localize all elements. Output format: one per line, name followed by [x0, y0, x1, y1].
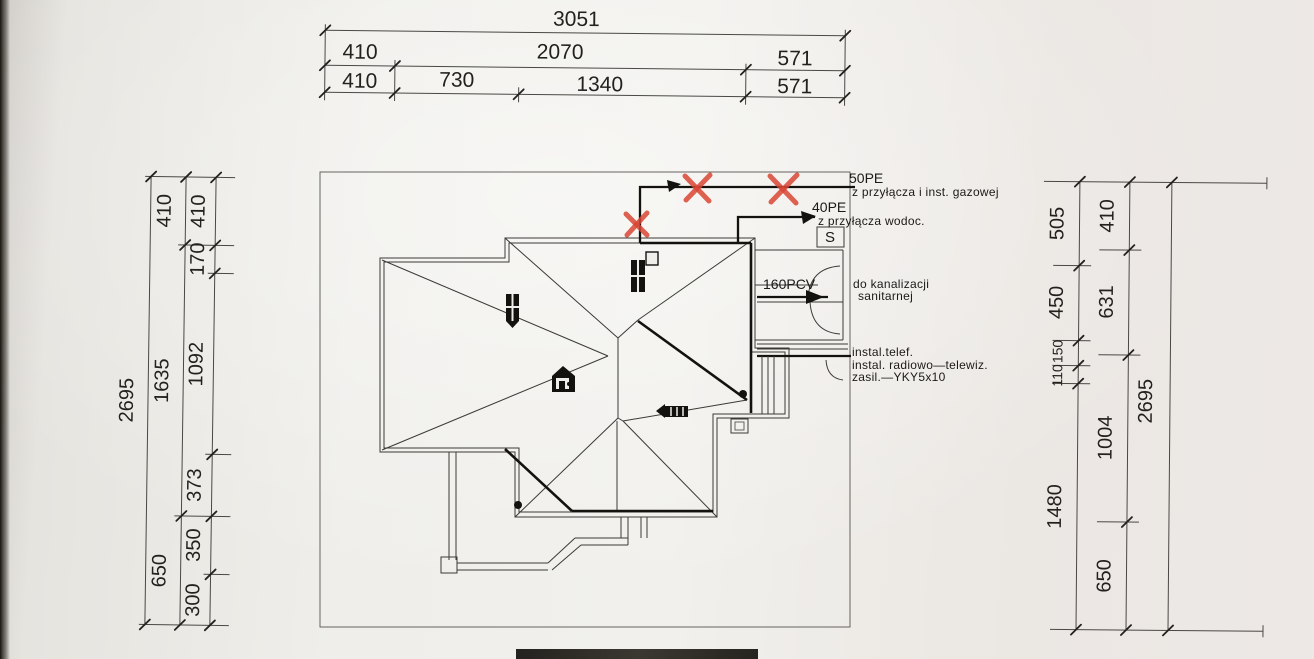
chimney-icon: [506, 294, 519, 328]
pergola-post: [440, 556, 458, 574]
roof-plan: [379, 237, 790, 538]
sewer-desc-label-1: do kanalizacji: [853, 277, 929, 291]
dim-right-o-410: 410: [1096, 199, 1118, 233]
small-square-inner: [734, 421, 745, 431]
right-dimension-chain: 505 450 150 110 1480 410 631 1004 650 26…: [1044, 175, 1268, 638]
vent-arrow-icon: [656, 404, 688, 418]
dim-left-o-410: 410: [153, 194, 175, 228]
valley-line: [617, 319, 639, 339]
roof-outline-outer: [379, 237, 790, 518]
top-dimension-chain: 3051 410 2070 571 410 730 1340 571: [318, 8, 852, 106]
dim-top-r2-2070: 2070: [537, 40, 584, 63]
wing-hip-line: [381, 259, 609, 357]
dim-left-i-300: 300: [182, 583, 204, 617]
annotations: 50PE z przyłącza i inst. gazowej 40PE z …: [763, 170, 999, 384]
dim-top-r3-1340: 1340: [576, 73, 623, 96]
wall-thick: [637, 319, 748, 402]
red-x-icon: [682, 172, 713, 204]
dim-left-o-1635: 1635: [151, 358, 174, 403]
sewer-arrow-icon: [806, 290, 824, 304]
right-annex: [755, 249, 851, 414]
dim-top-r3-571: 571: [777, 75, 812, 98]
dim-left-i-1092: 1092: [185, 342, 208, 387]
wall-thick: [504, 448, 573, 512]
dim-left-o-650: 650: [148, 554, 170, 588]
water-arrow-icon: [801, 211, 816, 224]
gas-desc-label: z przyłącza i inst. gazowej: [852, 185, 999, 199]
hip-line: [622, 420, 718, 518]
dim-right-i-110: 110: [1049, 364, 1065, 387]
hip-line: [637, 237, 756, 321]
water-pipe-line: [736, 215, 815, 243]
door-swing-arc: [825, 359, 844, 381]
dim-top-r3-730: 730: [439, 68, 474, 91]
ridge-line: [617, 417, 624, 422]
terrace-pergola: [440, 452, 629, 574]
water-size-label: 40PE: [812, 199, 846, 215]
s-box-label: S: [825, 229, 835, 246]
dim-top-r2-410: 410: [342, 40, 377, 63]
hip-line: [514, 417, 619, 518]
red-x-icon: [767, 172, 800, 206]
dim-top-total: 3051: [553, 8, 600, 31]
telecom-label-2: instal. radiowo—telewiz.: [852, 358, 988, 372]
site-boundary: [319, 171, 851, 628]
gas-size-label: 50PE: [849, 170, 883, 186]
dim-right-i-150: 150: [1049, 339, 1065, 363]
page-edge-shadow: [0, 0, 10, 659]
dim-left-total: 2695: [116, 378, 139, 423]
dim-left-i-350: 350: [183, 528, 205, 562]
chimney-icon: [631, 251, 659, 292]
red-marks: [623, 172, 800, 238]
water-desc-label: z przyłącza wodoc.: [818, 214, 925, 228]
dim-right-i-450: 450: [1046, 286, 1068, 320]
roof-symbols: [506, 251, 688, 418]
gas-arrow-icon: [667, 180, 681, 192]
door-swing-arc: [809, 301, 841, 335]
dim-top-r2-571: 571: [777, 47, 812, 70]
red-x-icon: [623, 210, 650, 238]
s-box: [816, 226, 845, 248]
roof-outline-inner: [383, 242, 786, 513]
dim-right-i-1480: 1480: [1044, 484, 1066, 529]
sewer-desc-label-2: sanitarnej: [858, 289, 913, 303]
plan-point-dot: [739, 390, 747, 398]
sewer-size-label: 160PCV: [763, 276, 816, 292]
roof-vent-icon: [552, 366, 575, 392]
dim-left-i-170: 170: [187, 242, 209, 276]
dim-left-i-410: 410: [187, 194, 209, 228]
dim-right-total: 2695: [1135, 379, 1157, 424]
small-square: [730, 418, 749, 434]
telecom-label-1: instal.telef.: [852, 345, 913, 359]
page-bottom-edge: [516, 649, 758, 659]
dim-top-r3-410: 410: [342, 69, 377, 92]
dim-right-o-650: 650: [1093, 559, 1115, 593]
plan-point-dot: [514, 501, 522, 509]
wing-hip-line: [381, 355, 609, 451]
dim-right-i-505: 505: [1046, 207, 1068, 241]
dim-right-o-1004: 1004: [1094, 416, 1116, 461]
telecom-label-3: zasil.—YKY5x10: [852, 370, 946, 384]
hip-line: [504, 237, 619, 339]
left-dimension-chain: 2695 410 1635 650 410 170 1092 373 350 3…: [116, 170, 236, 632]
dim-right-o-631: 631: [1096, 285, 1118, 319]
dim-left-i-373: 373: [184, 468, 206, 502]
